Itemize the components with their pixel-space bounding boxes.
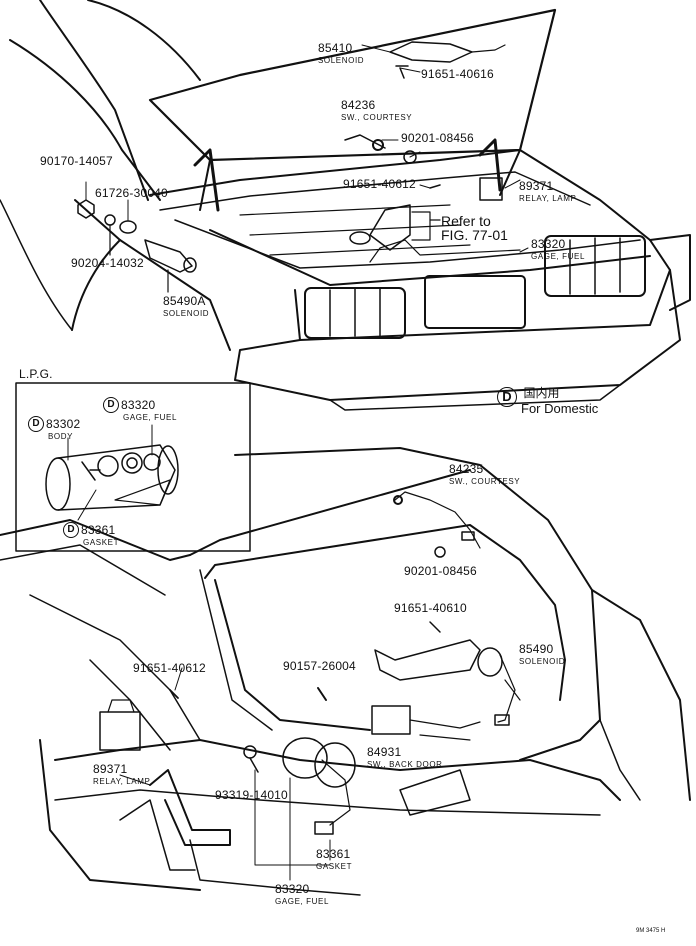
label-90201-08456-lower: 90201-08456 (404, 564, 477, 578)
label-85490A: 85490A SOLENOID (163, 293, 209, 318)
label-83361-lower: 83361 GASKET (316, 846, 352, 871)
part-name: GAGE, FUEL (275, 897, 330, 906)
lower-parts (99, 491, 521, 881)
label-91651-40612-lower: 91651-40612 (133, 661, 206, 675)
label-91651-40610: 91651-40610 (394, 601, 467, 615)
part-number: 83320 (275, 882, 310, 896)
label-89371-lower: 89371 RELAY, LAMP (93, 761, 150, 786)
part-number: 85490 (519, 642, 554, 656)
part-name: SW., COURTESY (449, 477, 521, 486)
domestic-badge: D (103, 397, 119, 413)
part-number: 85490A (163, 294, 206, 308)
refer-line2: FIG. 77-01 (441, 227, 508, 243)
part-number: 84236 (341, 98, 376, 112)
part-number: 89371 (519, 179, 554, 193)
part-number: 83320 (121, 398, 156, 413)
part-number: 85410 (318, 41, 353, 55)
refer-line1: Refer to (441, 213, 491, 229)
part-name: GASKET (316, 862, 353, 871)
sedan-body (0, 0, 691, 411)
domestic-legend: D 国内用 For Domestic (497, 387, 598, 423)
part-number: 84235 (449, 462, 484, 476)
part-name: RELAY, LAMP (519, 194, 577, 203)
label-84931: 84931 SW., BACK DOOR (367, 744, 443, 769)
part-name: GAGE, FUEL (531, 252, 586, 261)
label-85490: 85490 SOLENOID (519, 641, 565, 666)
part-name: SOLENOID (163, 309, 210, 318)
label-90204-14032: 90204-14032 (71, 256, 144, 270)
part-name: RELAY, LAMP (93, 777, 151, 786)
wagon-body (0, 447, 691, 896)
upper-parts (77, 41, 529, 293)
label-84235: 84235 SW., COURTESY (449, 461, 520, 486)
part-name: GASKET (83, 538, 120, 548)
label-93319-14010: 93319-14010 (215, 788, 288, 802)
label-91651-40616: 91651-40616 (421, 67, 494, 81)
part-name: SW., BACK DOOR (367, 760, 443, 769)
part-name: BODY (48, 432, 74, 442)
label-83320-upper: 83320 GAGE, FUEL (531, 236, 585, 261)
lpg-title: L.P.G. (19, 367, 53, 381)
refer-note: Refer to FIG. 77-01 (441, 214, 508, 242)
label-83320-lower: 83320 GAGE, FUEL (275, 881, 329, 906)
part-number: 83361 (81, 523, 116, 538)
legend-jp: 国内用 (523, 386, 560, 400)
part-name: SOLENOID (318, 56, 365, 65)
part-name: SW., COURTESY (341, 113, 413, 122)
domestic-badge: D (28, 416, 44, 432)
label-91651-40612: 91651-40612 (343, 177, 416, 191)
legend-en: For Domestic (521, 401, 599, 416)
label-90201-08456: 90201-08456 (401, 131, 474, 145)
part-name: SOLENOID (519, 657, 566, 666)
label-89371: 89371 RELAY, LAMP (519, 178, 576, 203)
label-84236: 84236 SW., COURTESY (341, 97, 412, 122)
part-number: 83302 (46, 417, 81, 432)
lpg-inset-frame (15, 382, 251, 552)
label-61726-30040: 61726-30040 (95, 186, 168, 200)
part-number: 89371 (93, 762, 128, 776)
label-90170-14057: 90170-14057 (40, 154, 113, 168)
part-number: 84931 (367, 745, 402, 759)
part-number: 83361 (316, 847, 351, 861)
part-name: GAGE, FUEL (123, 413, 178, 423)
domestic-badge: D (497, 387, 517, 407)
label-90157-26004: 90157-26004 (283, 659, 356, 673)
footer-code: 9M 3475 H (636, 928, 666, 934)
label-85410: 85410 SOLENOID (318, 40, 364, 65)
part-number: 83320 (531, 237, 566, 251)
domestic-badge: D (63, 522, 79, 538)
